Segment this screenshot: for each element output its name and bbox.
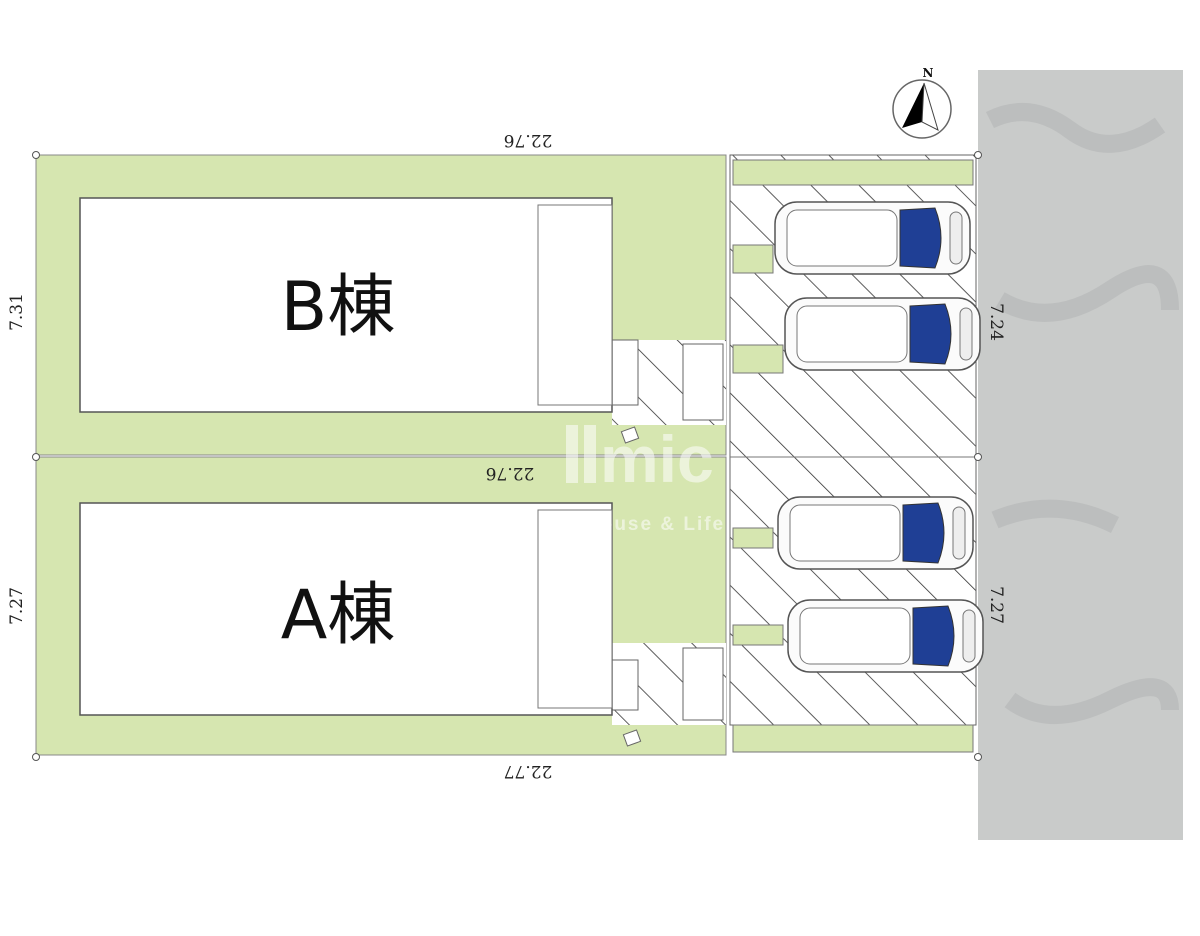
dimension-b-left: 7.31 bbox=[7, 293, 27, 331]
car-icon bbox=[777, 496, 974, 570]
watermark-tagline: House & Life bbox=[585, 514, 725, 535]
dimension-middle: 22.76 bbox=[486, 463, 535, 483]
building-b-label: B棟 bbox=[281, 268, 396, 347]
building-a bbox=[79, 502, 613, 716]
dimension-bottom: 22.77 bbox=[504, 761, 553, 781]
building-a-label: A棟 bbox=[281, 576, 396, 655]
dimension-top: 22.76 bbox=[504, 130, 553, 150]
dimension-a-left: 7.27 bbox=[7, 587, 27, 625]
compass-north-label: N bbox=[923, 66, 934, 80]
north-compass-icon: N bbox=[892, 66, 952, 139]
lot-b bbox=[35, 154, 727, 456]
watermark-logo: mic House & Life bbox=[566, 422, 725, 535]
dimension-a-right: 7.27 bbox=[986, 586, 1006, 624]
watermark-text: mic bbox=[600, 422, 714, 496]
car-icon bbox=[774, 201, 971, 275]
dimension-b-right: 7.24 bbox=[986, 303, 1006, 341]
car-icon bbox=[787, 599, 984, 673]
building-b bbox=[79, 197, 613, 413]
lot-a bbox=[35, 456, 727, 756]
road bbox=[978, 70, 1183, 840]
car-icon bbox=[784, 297, 981, 371]
